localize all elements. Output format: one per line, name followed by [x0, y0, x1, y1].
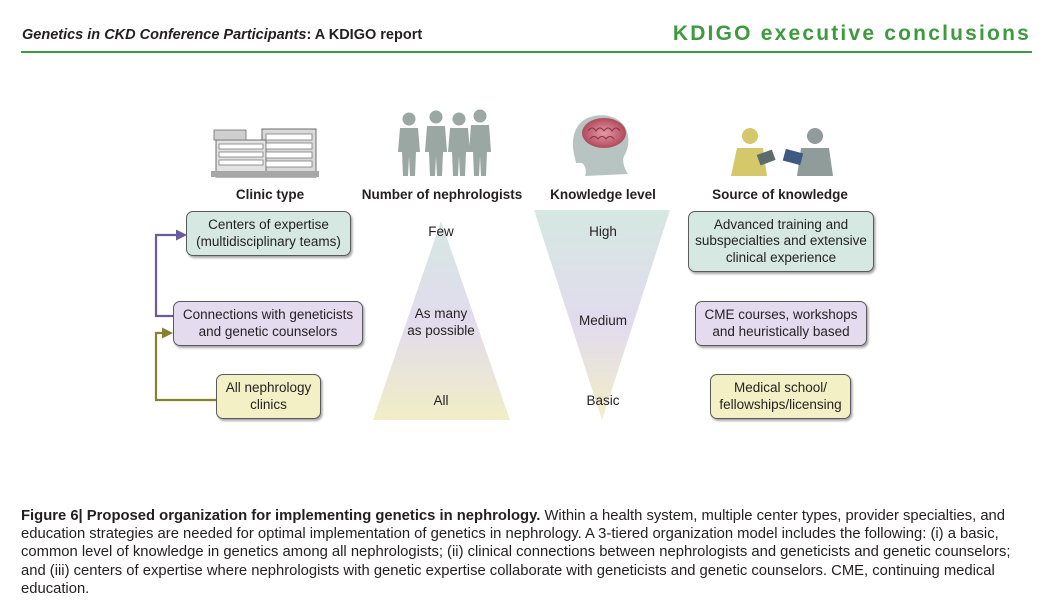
nephrologists-level-few: Few: [401, 224, 481, 241]
figure-caption: Figure 6| Proposed organization for impl…: [21, 507, 1026, 598]
source-box-advanced-training: Advanced training and subspecialties and…: [688, 211, 874, 272]
clinic-box-all-nephrology: All nephrology clinics: [216, 374, 321, 419]
column-heading-clinic-type: Clinic type: [218, 187, 322, 202]
knowledge-source-icon: [731, 128, 833, 176]
column-heading-nephrologists: Number of nephrologists: [354, 187, 530, 202]
clinic-box-centers-of-expertise: Centers of expertise (multidisciplinary …: [186, 211, 351, 256]
knowledge-level-medium: Medium: [563, 313, 643, 330]
brain-head-icon: [573, 115, 629, 176]
people-group-icon: [398, 110, 491, 177]
column-heading-knowledge-level: Knowledge level: [542, 187, 664, 202]
source-box-cme-courses: CME courses, workshops and heuristically…: [695, 301, 867, 346]
knowledge-level-high: High: [563, 224, 643, 241]
clinic-box-connections: Connections with geneticists and genetic…: [173, 301, 363, 346]
clinic-building-icon: [211, 129, 319, 177]
knowledge-level-basic: Basic: [563, 393, 643, 410]
source-box-medical-school: Medical school/ fellowships/licensing: [710, 374, 851, 419]
nephrologists-level-as-many: As many as possible: [391, 306, 491, 339]
nephrologists-level-all: All: [401, 393, 481, 410]
figure-caption-label: Figure 6| Proposed organization for impl…: [21, 508, 540, 524]
tier-arrow-lower-head: [162, 328, 173, 339]
column-heading-source-of-knowledge: Source of knowledge: [700, 187, 860, 202]
